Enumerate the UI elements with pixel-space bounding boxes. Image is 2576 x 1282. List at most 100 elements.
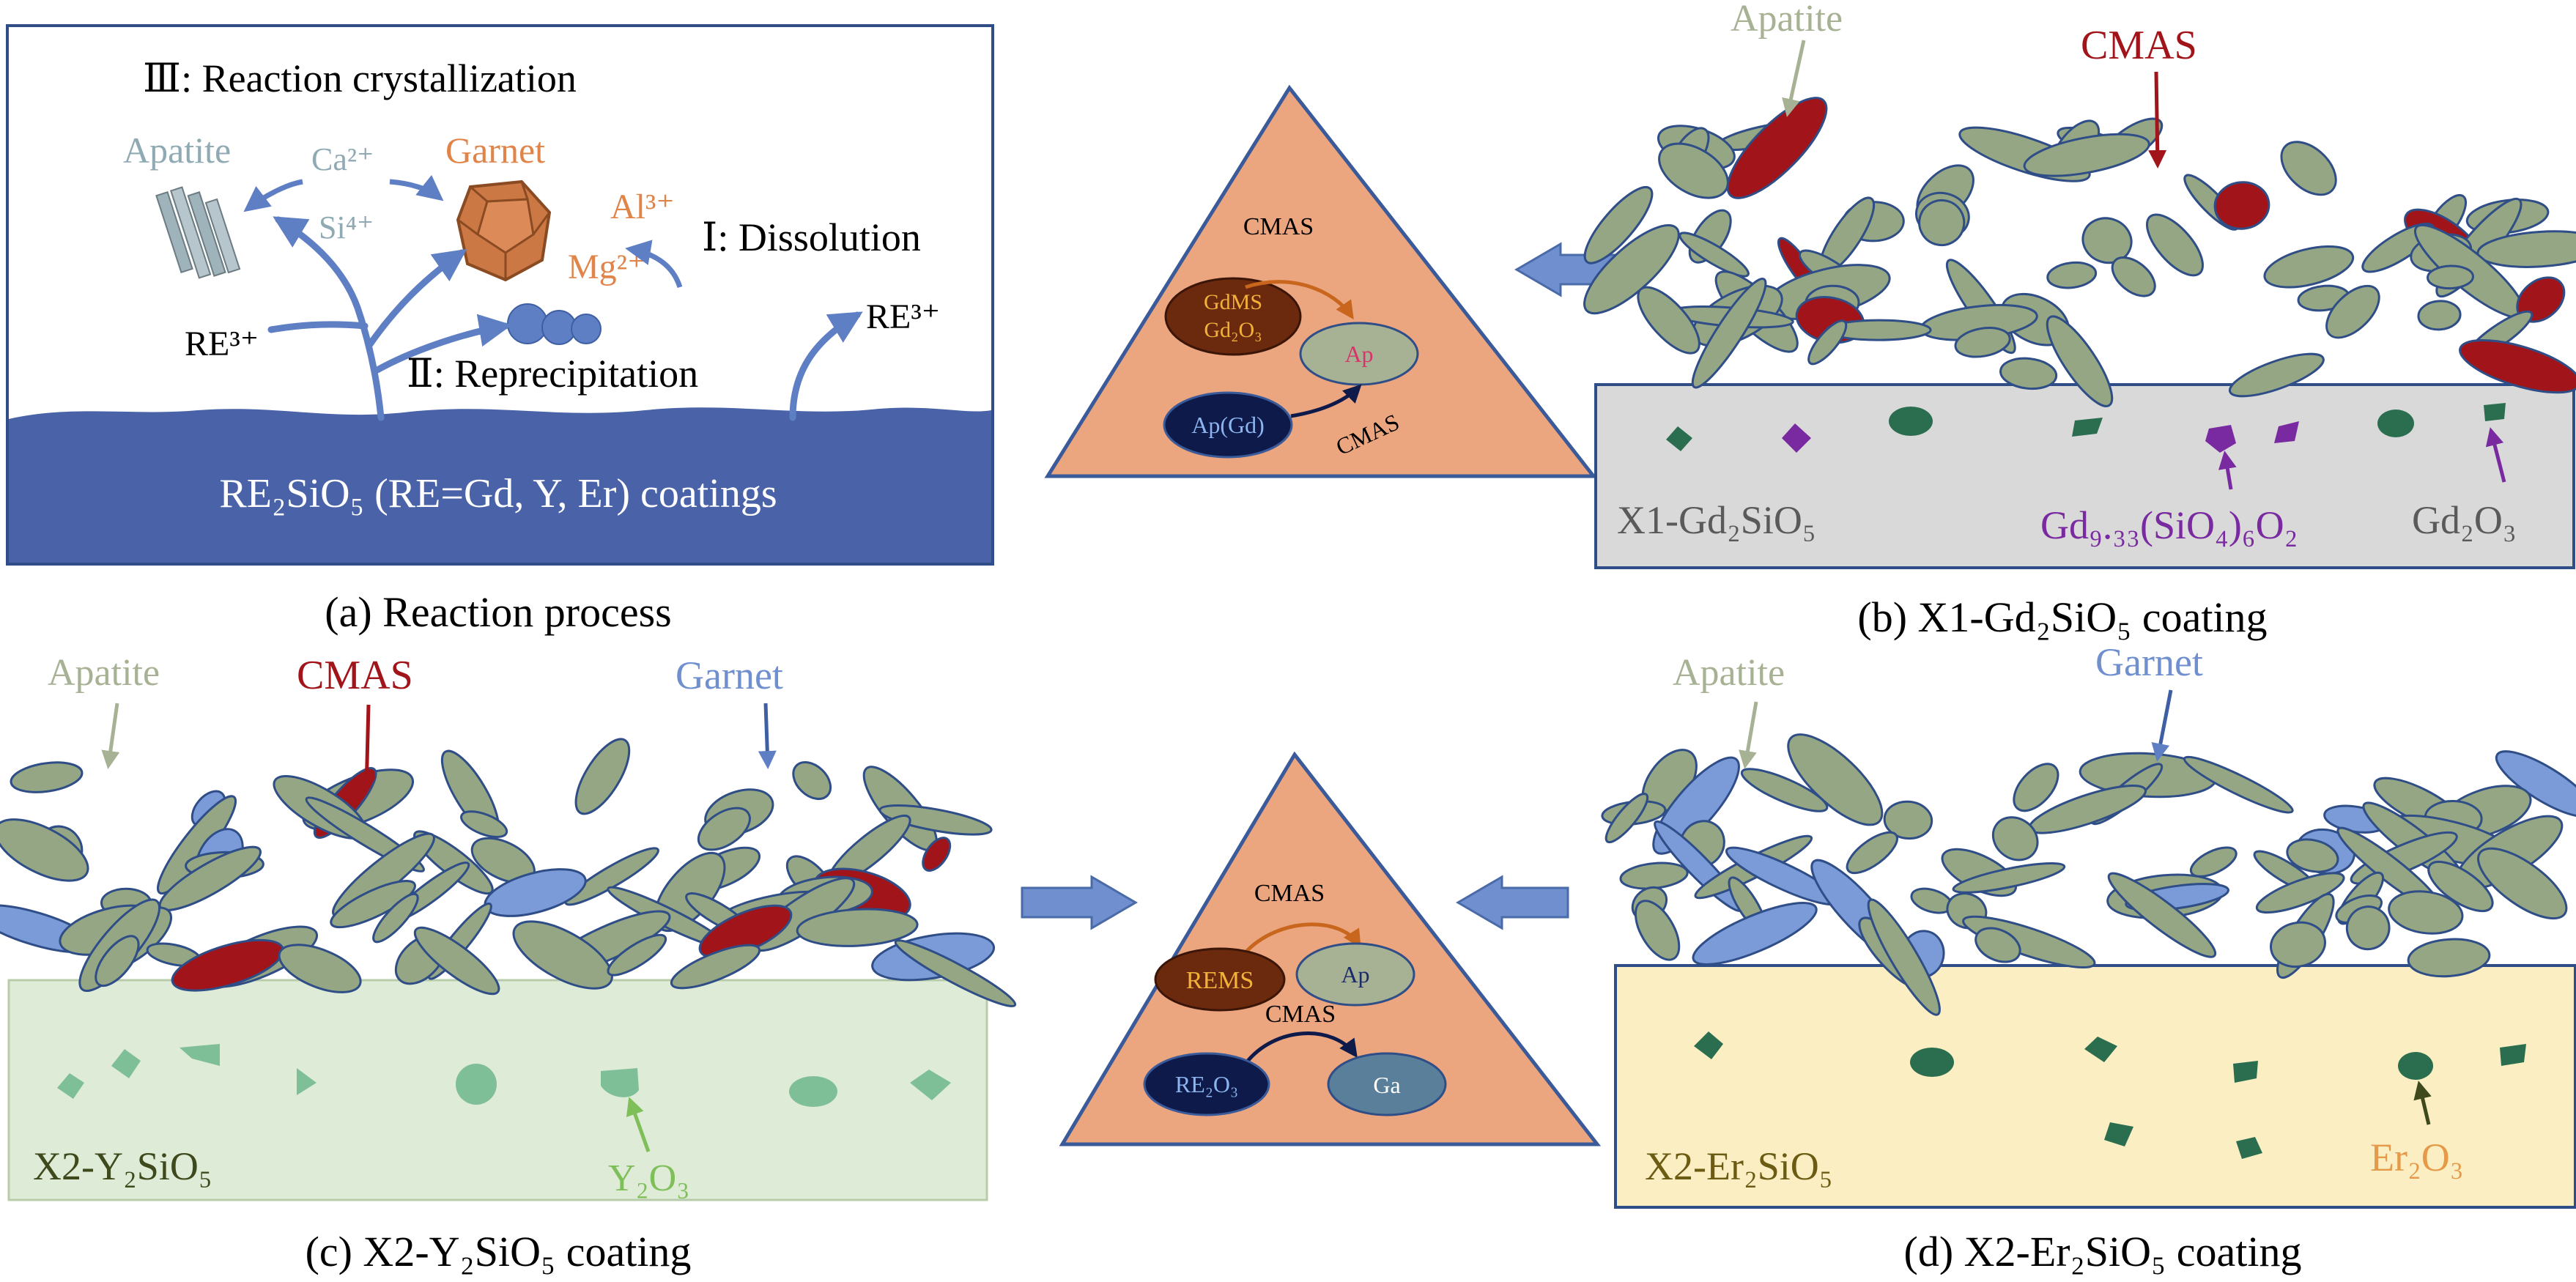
panel-c: X2-Y₂SiO₅ Y₂O₃ Apatite CMAS Garnet (c) X… bbox=[0, 652, 1017, 1275]
apatite-grain bbox=[2477, 847, 2568, 920]
apatite-grain bbox=[2427, 264, 2474, 290]
triangle-bottom-cmas-mid: CMAS bbox=[1265, 1001, 1336, 1028]
al-ion-label: Al³⁺ bbox=[610, 188, 675, 226]
apatite-grain bbox=[1634, 900, 1681, 961]
panel-c-caption: (c) X2-Y₂SiO₅ coating bbox=[306, 1228, 692, 1275]
apatite-grain bbox=[1691, 277, 1767, 389]
arrow-dissolution bbox=[625, 240, 683, 289]
apatite-grain bbox=[2345, 905, 2391, 951]
apatite-grain bbox=[2189, 846, 2238, 878]
apatite-grain bbox=[2183, 755, 2294, 814]
apatite-grain bbox=[0, 818, 89, 882]
panel-b-substrate-label: X1-Gd₂SiO₅ bbox=[1617, 498, 1816, 542]
panel-d-caption: (d) X2-Er₂SiO₅ coating bbox=[1904, 1228, 2302, 1275]
apatite-grain bbox=[1583, 185, 1654, 264]
panel-b: X1-Gd₂SiO₅ Gd₉.₃₃(SiO₄)₆O₂ Gd₂O₃ Apatite… bbox=[1583, 0, 2576, 641]
panel-c-grain-layer bbox=[0, 738, 1017, 1007]
panel-d-inclusions bbox=[1694, 1031, 2526, 1159]
apatite-grain bbox=[2145, 213, 2205, 277]
ga-node bbox=[1327, 1052, 1447, 1116]
panel-c-oxide-label: Y₂O₃ bbox=[608, 1157, 689, 1199]
apatite-grain bbox=[2046, 315, 2114, 407]
re2o3-to-ga-arrow bbox=[1244, 1031, 1358, 1065]
apatite-grain bbox=[670, 944, 761, 990]
re2o3-node bbox=[1143, 1052, 1270, 1116]
triangle-bottom-cmas-top: CMAS bbox=[1254, 880, 1325, 907]
rems-to-ap-arrow bbox=[1244, 922, 1361, 954]
apatite-grain bbox=[878, 804, 993, 836]
cmas-pocket bbox=[922, 837, 952, 872]
apatite-grain bbox=[1658, 142, 1729, 199]
apatite-grain bbox=[2280, 141, 2337, 196]
panel-b-cmas-label: CMAS bbox=[2081, 23, 2197, 68]
apatite-grain bbox=[2407, 938, 2491, 978]
apgd-node bbox=[1163, 391, 1293, 459]
apatite-grain bbox=[1918, 199, 1966, 247]
apatite-grain bbox=[2270, 921, 2326, 968]
gdms-node-line1: GdMS bbox=[1204, 290, 1262, 314]
garnet-grain bbox=[1692, 902, 1818, 966]
stage1-label: Ⅰ: Dissolution bbox=[702, 215, 921, 259]
panel-d-grain-layer bbox=[1601, 733, 2576, 1016]
apatite-grain bbox=[1637, 286, 1700, 355]
apatite-grain bbox=[2263, 245, 2355, 289]
apatite-grain bbox=[1605, 793, 1649, 844]
panel-b-grain-layer bbox=[1583, 97, 2576, 407]
re-ion-left-label: RE³⁺ bbox=[185, 325, 259, 363]
apatite-grain bbox=[1867, 898, 1941, 1016]
cmas-pocket bbox=[2213, 181, 2270, 230]
cmas-pocket bbox=[1726, 97, 1828, 199]
ca-ion-label: Ca²⁺ bbox=[311, 141, 374, 177]
apatite-grain bbox=[1952, 862, 2066, 894]
apatite-grain bbox=[1679, 231, 1750, 278]
apatite-grain bbox=[1954, 327, 2011, 358]
panel-a-apatite-label: Apatite bbox=[123, 130, 231, 171]
apatite-grain bbox=[894, 939, 1017, 1007]
ga-node-label: Ga bbox=[1373, 1072, 1400, 1098]
arrow-bottom-triangle-to-c bbox=[1021, 875, 1138, 930]
apatite-grain bbox=[574, 738, 631, 815]
re-ion-right-label: RE³⁺ bbox=[866, 297, 940, 336]
apatite-grain bbox=[1991, 816, 2039, 862]
panel-d-oxide-label: Er₂O₃ bbox=[2370, 1135, 2464, 1179]
garnet-crystal-icon bbox=[456, 179, 552, 282]
apatite-grain bbox=[1787, 733, 1884, 826]
si-ion-label: Si⁴⁺ bbox=[319, 210, 374, 245]
apatite-grain bbox=[2255, 872, 2345, 914]
panel-d-garnet-label: Garnet bbox=[2095, 640, 2203, 684]
apatite-grain bbox=[10, 761, 84, 793]
panel-c-garnet-arrow bbox=[758, 703, 777, 769]
cmas-pocket bbox=[2459, 338, 2576, 394]
apatite-grain bbox=[413, 926, 500, 996]
panel-d-substrate-label: X2-Er₂SiO₅ bbox=[1645, 1144, 1833, 1188]
apatite-grain bbox=[512, 920, 613, 990]
apatite-crystal-icon bbox=[155, 186, 241, 279]
apatite-grain bbox=[2388, 890, 2464, 935]
rems-node-label: REMS bbox=[1186, 967, 1254, 994]
stage2-label: Ⅱ: Reprecipitation bbox=[407, 352, 698, 396]
apatite-grain bbox=[1999, 357, 2058, 390]
panel-b-inclusions bbox=[1666, 403, 2506, 453]
bottom-ap-node-label: Ap bbox=[1341, 961, 1369, 988]
panel-d: X2-Er₂SiO₅ Er₂O₃ Apatite Garnet (d) X2-E… bbox=[1601, 640, 2576, 1275]
panel-a-substrate-label: RE₂SiO₅ (RE=Gd, Y, Er) coatings bbox=[219, 471, 777, 516]
panel-b-phase-arrow bbox=[2218, 451, 2237, 490]
apatite-grain bbox=[697, 807, 751, 851]
panel-c-apatite-label: Apatite bbox=[48, 652, 160, 694]
apatite-grain bbox=[2325, 284, 2380, 339]
apatite-grain bbox=[1974, 927, 2021, 963]
panel-a: RE₂SiO₅ (RE=Gd, Y, Er) coatings Ⅲ: React… bbox=[6, 24, 994, 636]
gdms-to-ap-arrow bbox=[1245, 280, 1354, 320]
panel-d-apatite-arrow bbox=[1739, 701, 1758, 769]
apatite-grain bbox=[1807, 319, 1848, 366]
panel-b-oxide-arrow bbox=[2485, 427, 2506, 483]
panel-a-garnet-label: Garnet bbox=[445, 130, 545, 171]
apatite-grain bbox=[2046, 261, 2098, 289]
apatite-grain bbox=[95, 935, 140, 988]
triangle-top-cmas-label: CMAS bbox=[1243, 213, 1314, 240]
panel-c-oxide-arrow bbox=[626, 1097, 651, 1152]
apatite-grain bbox=[796, 908, 919, 947]
panel-c-apatite-arrow bbox=[101, 703, 120, 769]
apatite-grain bbox=[792, 760, 832, 801]
